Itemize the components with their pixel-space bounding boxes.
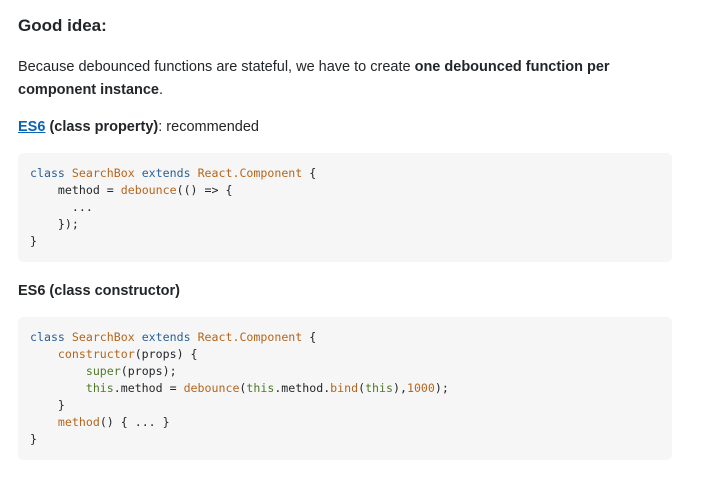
class-property-bold: (class property) xyxy=(45,119,159,135)
code-block-class-property: class SearchBox extends React.Component … xyxy=(18,153,672,262)
code-line: class SearchBox extends React.Component … xyxy=(30,330,317,344)
class-constructor-bold: ES6 (class constructor) xyxy=(18,283,180,299)
code-line: this.method = debounce(this.method.bind(… xyxy=(85,381,449,395)
code-line: constructor(props) { xyxy=(57,347,198,361)
code-line: } xyxy=(30,234,37,248)
intro-text: Because debounced functions are stateful… xyxy=(18,59,415,75)
code-block-class-constructor: class SearchBox extends React.Component … xyxy=(18,317,672,460)
good-idea-heading: Good idea: xyxy=(18,16,107,35)
code-line: }); xyxy=(30,217,79,231)
recommended-text: : recommended xyxy=(158,119,259,135)
intro-paragraph: Because debounced functions are stateful… xyxy=(18,56,658,102)
es6-class-constructor-label: ES6 (class constructor) xyxy=(18,280,658,303)
code-line: } xyxy=(30,398,65,412)
code-line: } xyxy=(30,432,37,446)
code-line: super(props); xyxy=(85,364,177,378)
code-line: class SearchBox extends React.Component … xyxy=(30,166,317,180)
intro-bold: one debounced function per component ins… xyxy=(18,59,610,98)
code-line: method() { ... } xyxy=(57,415,170,429)
code-line: method = debounce(() => { xyxy=(30,183,233,197)
code-line: ... xyxy=(30,200,93,214)
es6-class-property-label: ES6 (class property): recommended xyxy=(18,116,658,139)
intro-period: . xyxy=(159,82,164,98)
es6-link[interactable]: ES6 xyxy=(18,119,46,135)
